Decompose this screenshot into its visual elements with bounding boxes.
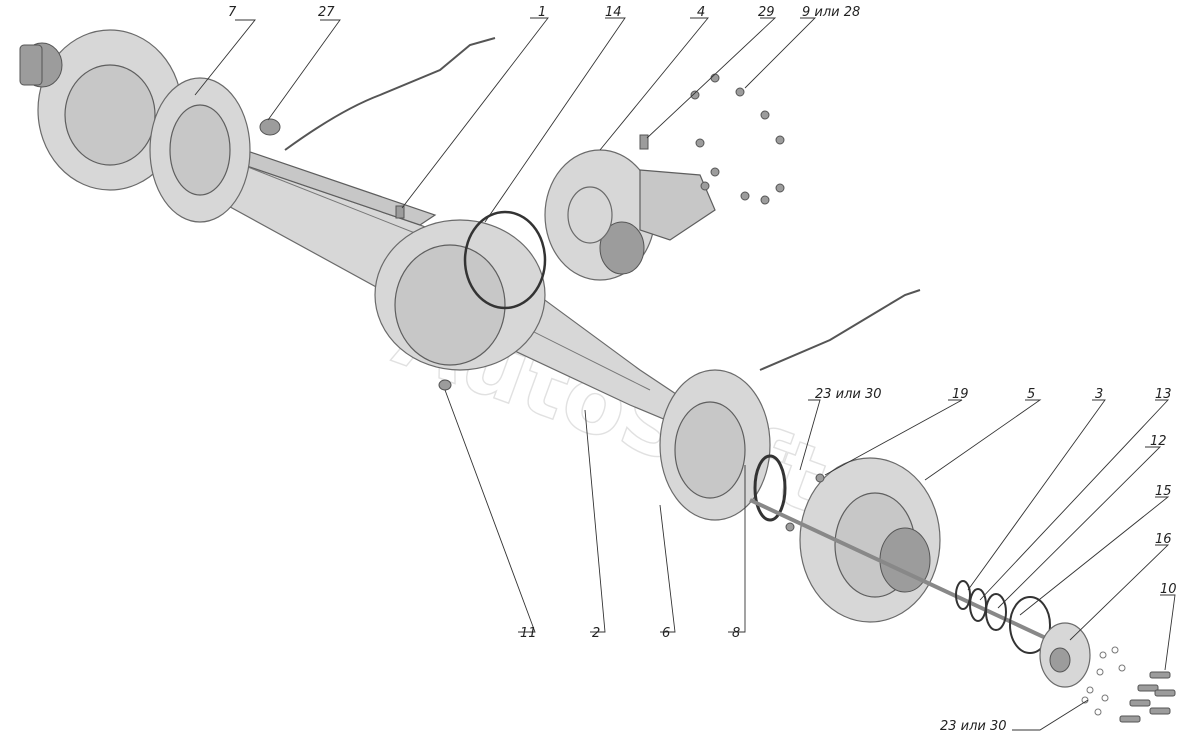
callout-14: 14: [605, 5, 622, 20]
callout-6: 6: [662, 626, 670, 641]
callout-19: 19: [952, 387, 969, 402]
callout-11: 11: [520, 626, 537, 641]
callout-16: 16: [1155, 532, 1172, 547]
differential-housing: [374, 219, 546, 391]
leader-lines: [194, 17, 1176, 731]
callout-29: 29: [758, 5, 775, 20]
left-backing-plate: [149, 77, 251, 223]
axle-shaft: [749, 498, 1051, 642]
callout-1: 1: [538, 5, 546, 20]
plug-27: [259, 118, 281, 136]
right-backing-plate: [659, 369, 771, 521]
bolt-set-9: [690, 73, 785, 205]
callout-2: 2: [592, 626, 600, 641]
callout-27: 27: [318, 5, 335, 20]
callout-3: 3: [1095, 387, 1103, 402]
bolt-19: [815, 473, 825, 483]
callout-15: 15: [1155, 484, 1172, 499]
callout-9-or-28: 9 или 28: [802, 5, 860, 20]
right-brake-drum: [799, 457, 941, 623]
callout-13: 13: [1155, 387, 1172, 402]
gasket-ring: [463, 210, 547, 310]
left-brake-cable: [284, 37, 496, 151]
gasket-15: [1009, 596, 1051, 654]
callout-4: 4: [697, 5, 705, 20]
callout-23-or-30-top: 23 или 30: [815, 387, 882, 402]
callout-7: 7: [228, 5, 237, 20]
ring-3: [955, 580, 971, 610]
callout-10: 10: [1160, 582, 1177, 597]
callout-12: 12: [1150, 434, 1167, 449]
plug-29: [639, 134, 649, 150]
bolt-19b: [785, 522, 795, 532]
differential-carrier: [544, 149, 716, 281]
bolt-set-10: [1119, 671, 1176, 723]
plug-1: [395, 205, 405, 219]
ring-12: [985, 593, 1007, 631]
callout-5: 5: [1027, 387, 1035, 402]
washer-set-23: [1081, 646, 1126, 716]
seal-ring: [753, 454, 787, 522]
callout-8: 8: [732, 626, 740, 641]
callout-23-or-30-bottom: 23 или 30: [940, 719, 1007, 734]
right-brake-cable: [759, 289, 921, 371]
left-brake-drum: [19, 29, 183, 191]
